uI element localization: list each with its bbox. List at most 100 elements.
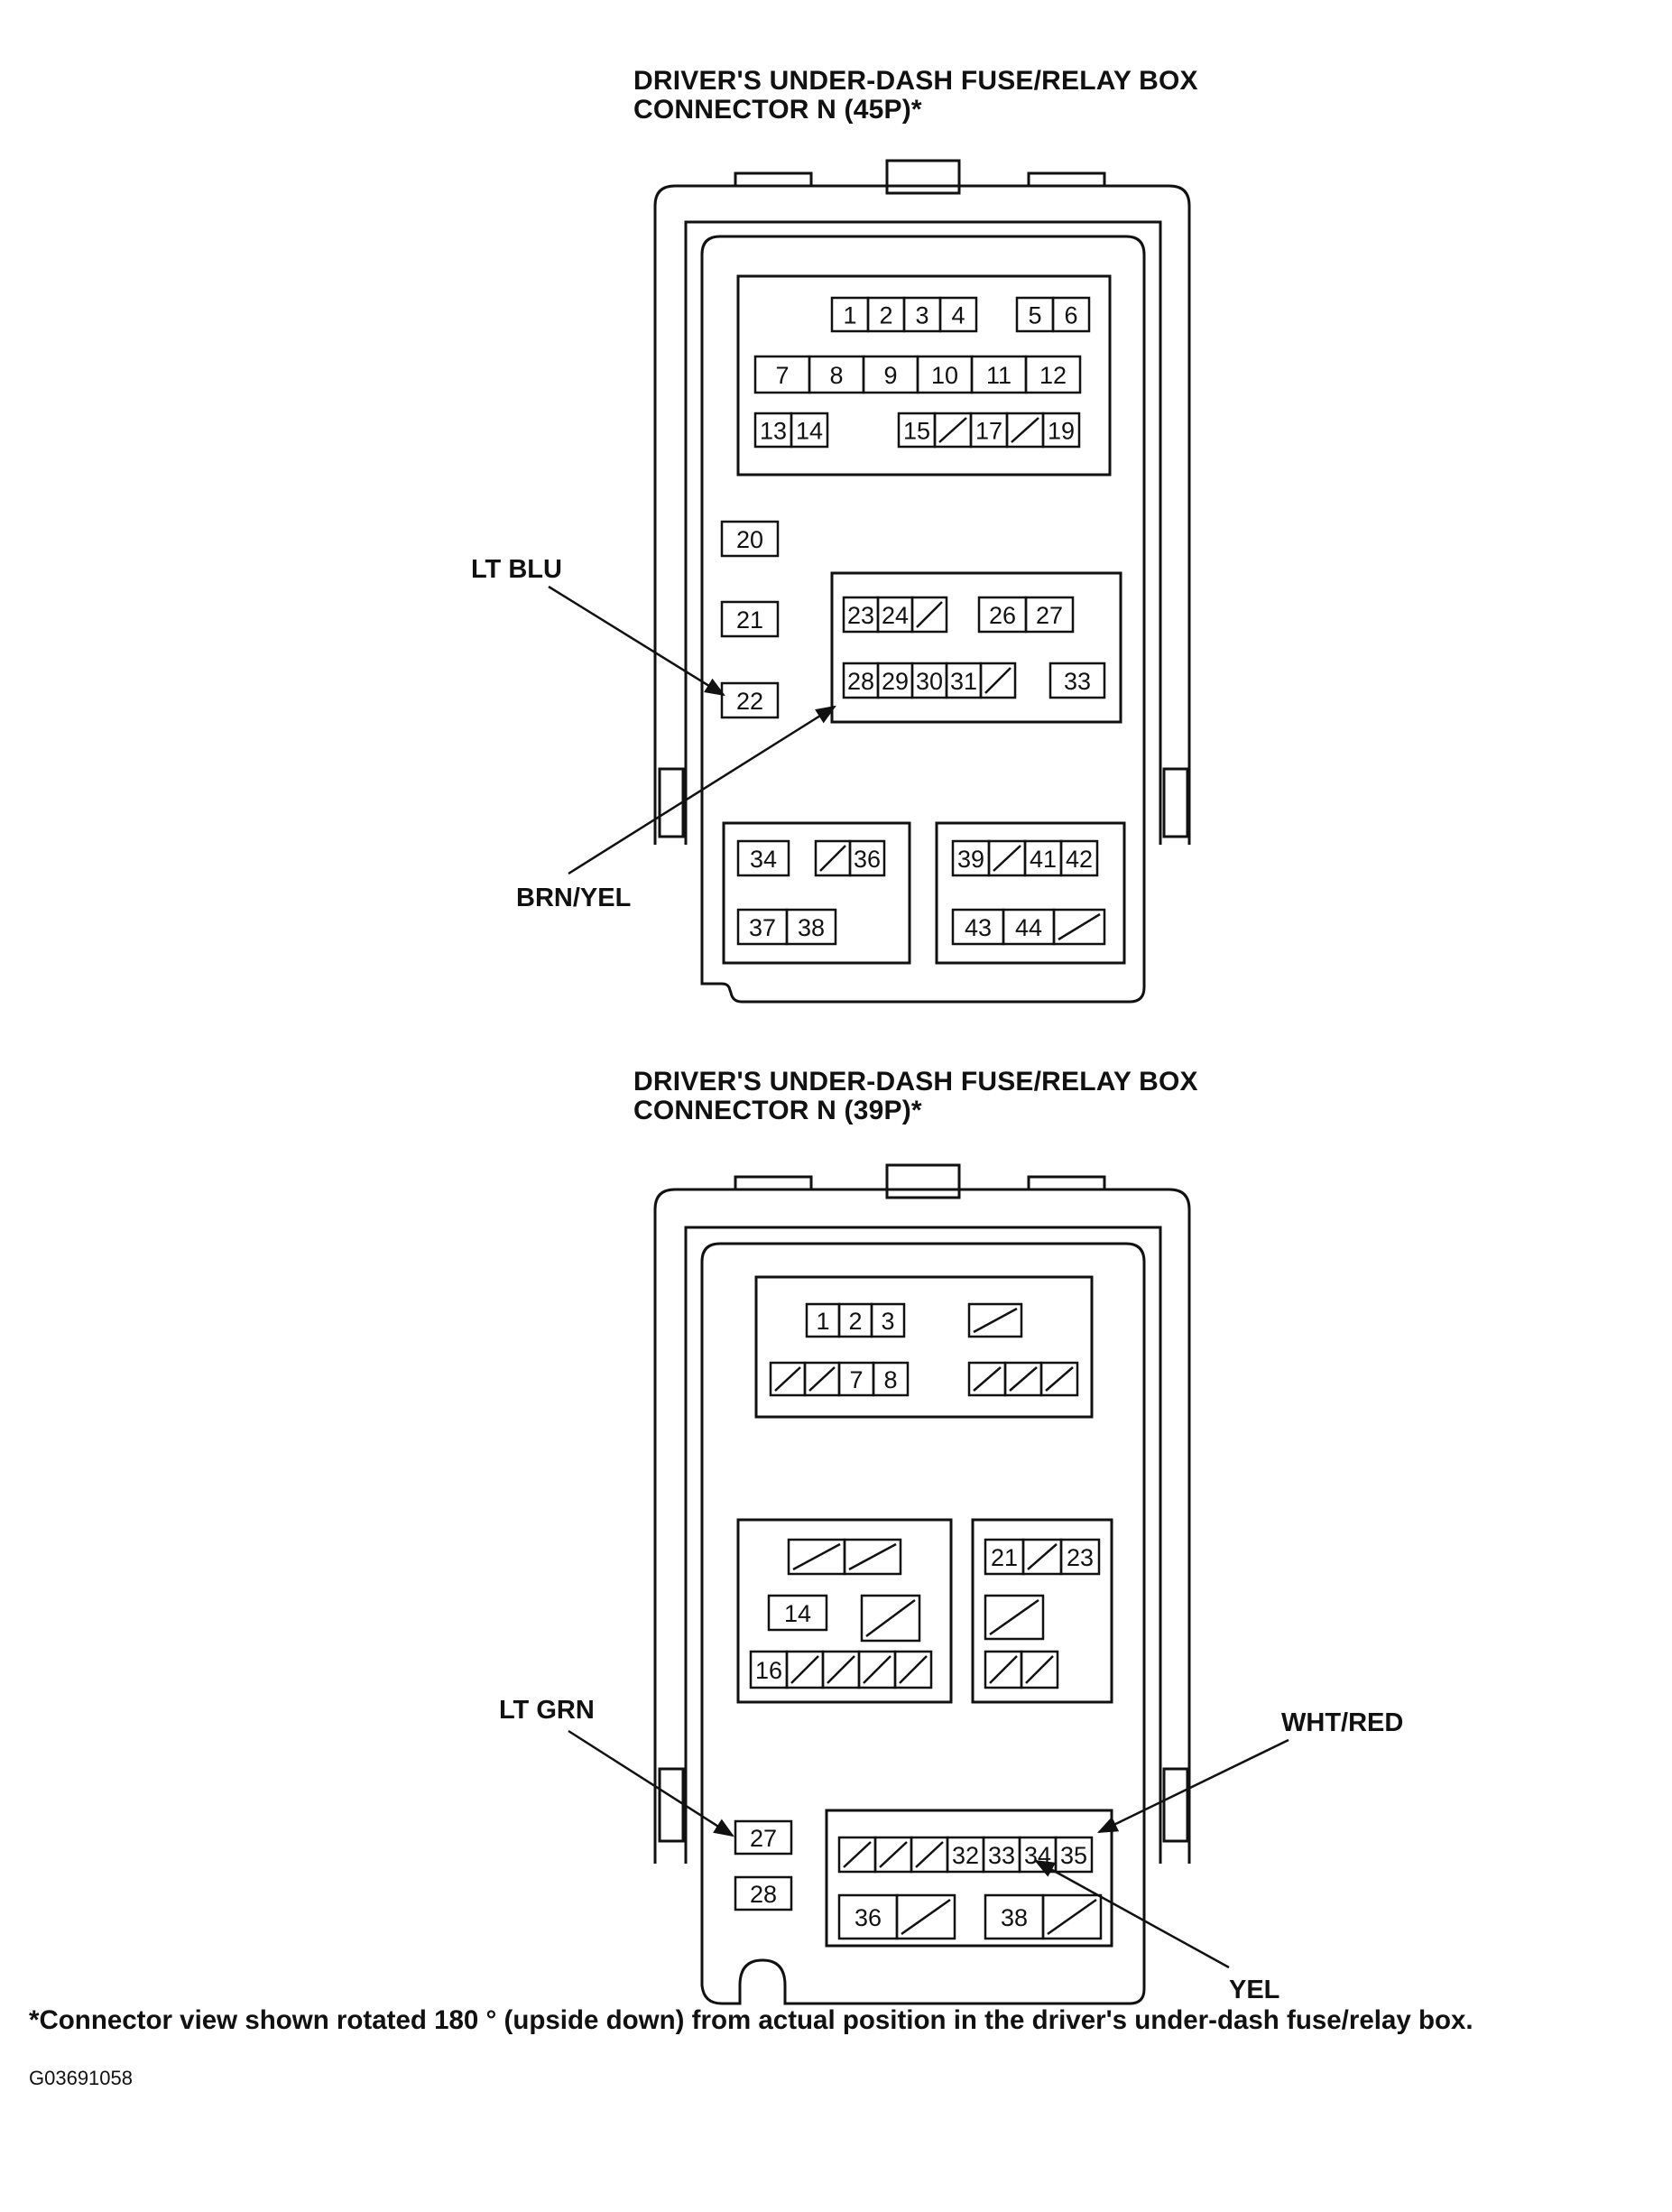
housing-outer bbox=[653, 184, 1191, 845]
terminal-number: 1 bbox=[816, 1308, 829, 1335]
leader-brn-yel bbox=[568, 705, 836, 875]
cavity-4 bbox=[938, 296, 978, 333]
empty-cavity-slash bbox=[879, 1841, 908, 1868]
connector-39p-title-line1: DRIVER'S UNDER-DASH FUSE/RELAY BOX bbox=[633, 1067, 1198, 1097]
terminal-number: 9 bbox=[883, 362, 897, 389]
connector-39p-title-line2: CONNECTOR N (39P)* bbox=[633, 1096, 922, 1125]
terminal-number: 42 bbox=[1066, 846, 1093, 873]
terminal-number: 28 bbox=[750, 1881, 777, 1908]
wire-label-brn-yel: BRN/YEL bbox=[516, 884, 631, 912]
leader-wht-red bbox=[1096, 1738, 1289, 1834]
cavity-empty bbox=[843, 1538, 902, 1576]
terminal-number: 16 bbox=[755, 1657, 782, 1684]
housing-tab-right bbox=[1027, 171, 1106, 188]
cavity-14 bbox=[790, 412, 829, 449]
face-panel bbox=[700, 235, 1146, 1004]
cavity-42 bbox=[1059, 839, 1099, 877]
cavity-empty bbox=[895, 1893, 956, 1940]
cavity-20 bbox=[720, 520, 780, 558]
terminal-number: 15 bbox=[903, 418, 930, 445]
terminal-number: 12 bbox=[1039, 362, 1067, 389]
empty-cavity-slash bbox=[899, 1655, 928, 1684]
face-panel bbox=[700, 1242, 1146, 2005]
cavity-empty bbox=[1041, 1893, 1103, 1940]
wire-callouts: LT BLU BRN/YEL LT GRN WHT/RED YEL bbox=[471, 555, 1403, 2004]
cavity-23 bbox=[1059, 1538, 1101, 1576]
connector-45p bbox=[653, 159, 1191, 1004]
empty-cavity-slash bbox=[916, 601, 943, 628]
cavity-empty bbox=[979, 662, 1017, 699]
terminal-number: 27 bbox=[1036, 602, 1063, 629]
terminal-number: 23 bbox=[1067, 1544, 1094, 1571]
terminal-number: 13 bbox=[760, 418, 787, 445]
wire-label-yel: YEL bbox=[1229, 1976, 1279, 2004]
cavity-34 bbox=[736, 839, 790, 877]
cavity-empty bbox=[860, 1594, 921, 1643]
cavity-empty bbox=[1039, 1361, 1079, 1397]
terminal-number: 8 bbox=[883, 1366, 897, 1393]
terminal-number: 14 bbox=[796, 418, 823, 445]
cavity-empty bbox=[1020, 1650, 1059, 1689]
empty-cavity-slash bbox=[848, 1542, 897, 1571]
cavity-28 bbox=[734, 1875, 793, 1911]
terminal-number: 38 bbox=[798, 914, 825, 941]
empty-cavity-slash bbox=[790, 1655, 819, 1684]
latch-right bbox=[1162, 767, 1189, 838]
empty-cavity-slash bbox=[973, 1366, 1002, 1392]
housing-inner-wall bbox=[684, 1226, 1162, 1864]
cavity-8 bbox=[872, 1361, 910, 1397]
terminal-number: 39 bbox=[957, 846, 984, 873]
cavity-3 bbox=[870, 1302, 906, 1338]
terminal-number: 35 bbox=[1060, 1842, 1087, 1869]
cavity-35 bbox=[1054, 1836, 1094, 1874]
cavity-14 bbox=[767, 1594, 828, 1632]
connector-45p-title: DRIVER'S UNDER-DASH FUSE/RELAY BOX CONNE… bbox=[633, 67, 1198, 125]
cavity-empty bbox=[910, 596, 948, 634]
housing-outer bbox=[653, 1188, 1191, 1864]
terminal-number: 30 bbox=[916, 668, 943, 695]
housing-inner-wall bbox=[684, 220, 1162, 845]
terminal-number: 20 bbox=[736, 526, 763, 553]
empty-cavity-slash bbox=[984, 667, 1012, 694]
terminal-number: 4 bbox=[951, 302, 965, 329]
terminal-number: 31 bbox=[950, 668, 977, 695]
empty-cavity-slash bbox=[973, 1307, 1018, 1334]
terminal-number: 29 bbox=[882, 668, 909, 695]
housing-tab-left bbox=[734, 171, 813, 188]
housing-tab-left bbox=[734, 1175, 813, 1191]
cavity-22 bbox=[720, 681, 780, 719]
terminal-number: 7 bbox=[849, 1366, 863, 1393]
terminal-number: 44 bbox=[1015, 914, 1042, 941]
terminal-number: 22 bbox=[736, 688, 763, 715]
terminal-number: 10 bbox=[931, 362, 958, 389]
group-middle-left bbox=[736, 1518, 953, 1704]
cavity-6 bbox=[1051, 296, 1091, 333]
empty-cavity-slash bbox=[989, 1598, 1039, 1636]
empty-cavity-slash bbox=[1047, 1898, 1097, 1936]
terminal-number: 33 bbox=[988, 1842, 1015, 1869]
terminal-number: 2 bbox=[848, 1308, 862, 1335]
empty-cavity-slash bbox=[865, 1598, 916, 1638]
terminal-number: 33 bbox=[1064, 668, 1091, 695]
empty-cavity-slash bbox=[1009, 1366, 1038, 1392]
cavity-21 bbox=[720, 600, 780, 638]
cavity-38 bbox=[785, 908, 837, 946]
cavity-empty bbox=[984, 1594, 1045, 1641]
terminal-number: 36 bbox=[854, 846, 881, 873]
terminal-number: 41 bbox=[1030, 846, 1057, 873]
figure-id: G03691058 bbox=[29, 2067, 133, 2089]
leader-lt-blu bbox=[548, 585, 725, 697]
terminal-number: 3 bbox=[915, 302, 928, 329]
empty-cavity-slash bbox=[808, 1366, 836, 1392]
terminal-number: 32 bbox=[952, 1842, 979, 1869]
empty-cavity-slash bbox=[1025, 1655, 1054, 1684]
cavity-36 bbox=[848, 839, 886, 877]
housing-tab-center bbox=[885, 1163, 961, 1199]
terminal-number: 37 bbox=[749, 914, 776, 941]
connector-39p bbox=[653, 1163, 1191, 2005]
cavity-27 bbox=[1024, 596, 1075, 634]
cavity-12 bbox=[1024, 355, 1082, 394]
terminal-number: 23 bbox=[847, 602, 874, 629]
